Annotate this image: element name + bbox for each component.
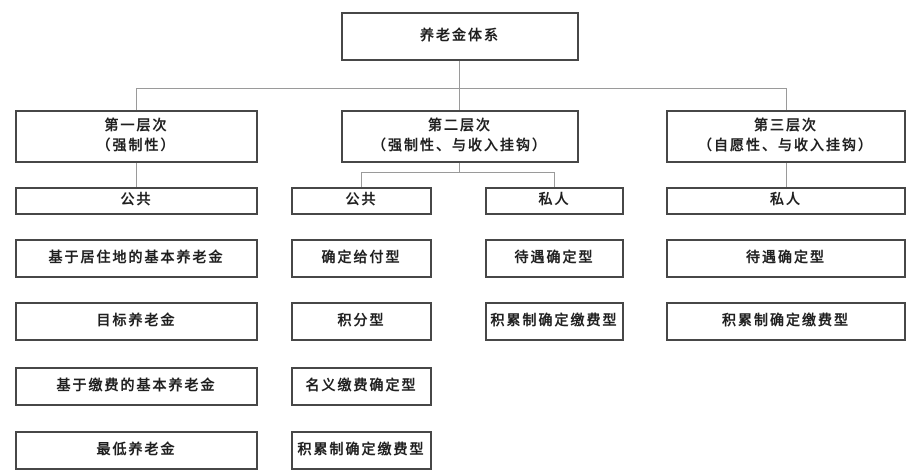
- tier-title: 第三层次: [754, 118, 818, 134]
- node-tier2-private-funded-defined-contribution: 积累制确定缴费型: [485, 302, 624, 341]
- node-tier2-public: 公共: [291, 187, 432, 215]
- tier-title: 第二层次: [428, 118, 492, 134]
- connector-drop-tier2: [459, 88, 460, 110]
- connector-drop-tier1: [136, 88, 137, 110]
- node-label: 养老金体系: [420, 28, 500, 44]
- connector-drop-tier3: [786, 88, 787, 110]
- connector-drop-tier2-public: [361, 172, 362, 187]
- connector-main-horizontal: [136, 88, 786, 89]
- connector-drop-tier2-private: [554, 172, 555, 187]
- connector-root-down: [459, 61, 460, 88]
- node-tier2-public-defined-benefit: 确定给付型: [291, 239, 432, 278]
- tier-title: 第一层次: [104, 118, 169, 134]
- node-tier2-public-funded-defined-contribution: 积累制确定缴费型: [291, 431, 432, 470]
- node-pension-system: 养老金体系: [341, 12, 579, 61]
- tier-subtitle: （自愿性、与收入挂钩）: [698, 138, 874, 154]
- node-tier2-public-points-system: 积分型: [291, 302, 432, 341]
- node-tier3-private: 私人: [666, 187, 906, 215]
- connector-tier2-stub: [459, 163, 460, 173]
- node-minimum-pension: 最低养老金: [15, 431, 258, 470]
- node-tier-3-voluntary-earnings-related: 第三层次 （自愿性、与收入挂钩）: [666, 110, 906, 163]
- node-tier2-private-defined-benefit: 待遇确定型: [485, 239, 624, 278]
- connector-tier3-private: [786, 163, 787, 187]
- node-tier3-private-funded-defined-contribution: 积累制确定缴费型: [666, 302, 906, 341]
- node-residence-based-basic-pension: 基于居住地的基本养老金: [15, 239, 258, 278]
- node-tier3-private-defined-benefit: 待遇确定型: [666, 239, 906, 278]
- tier-subtitle: （强制性）: [96, 138, 177, 154]
- node-tier-2-mandatory-earnings-related: 第二层次 （强制性、与收入挂钩）: [341, 110, 579, 163]
- node-tier2-private: 私人: [485, 187, 624, 215]
- node-contribution-based-basic-pension: 基于缴费的基本养老金: [15, 367, 258, 406]
- node-tier1-public: 公共: [15, 187, 258, 215]
- tier-subtitle: （强制性、与收入挂钩）: [372, 138, 548, 154]
- node-tier2-public-notional-defined-contribution: 名义缴费确定型: [291, 367, 432, 406]
- node-tier-1-mandatory: 第一层次 （强制性）: [15, 110, 258, 163]
- node-target-pension: 目标养老金: [15, 302, 258, 341]
- connector-tier1-public: [136, 163, 137, 187]
- connector-tier2-horizontal: [361, 172, 555, 173]
